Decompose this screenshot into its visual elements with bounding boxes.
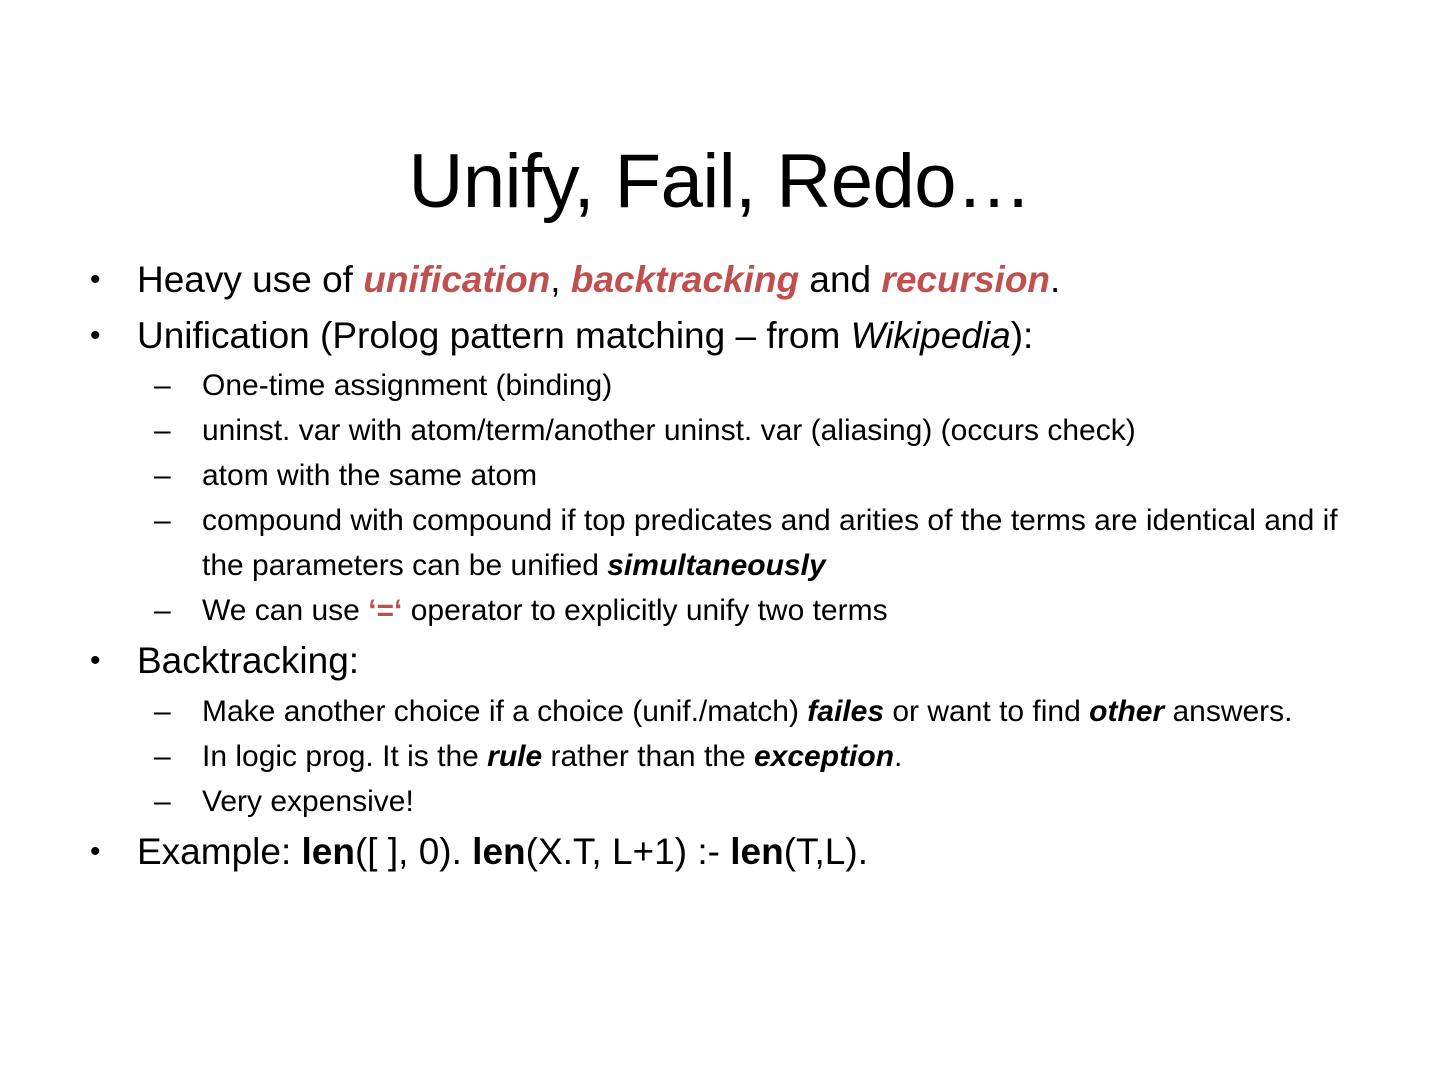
- predicate-len-3: len: [730, 830, 784, 872]
- dash-marker-icon: –: [154, 594, 171, 627]
- sub-bullet-very-expensive: – Very expensive!: [154, 779, 1372, 824]
- bullet-heavy-use-end: .: [1050, 259, 1061, 300]
- bullet-heavy-use-sep-2: and: [799, 259, 882, 300]
- bullet-marker-icon: •: [90, 834, 101, 868]
- bullet-heavy-use: • Heavy use of unification, backtracking…: [82, 252, 1372, 308]
- sub-bullet-logic-text-2: rather than the: [542, 739, 754, 773]
- bullet-heavy-use-text-1: Heavy use of: [137, 259, 364, 300]
- sub-bullet-logic-text-3: .: [894, 739, 903, 773]
- sub-bullet-compound-text: compound with compound if top predicates…: [202, 504, 1338, 582]
- sub-bullet-one-time-assignment: – One-time assignment (binding): [154, 363, 1372, 408]
- emphasis-simultaneously: simultaneously: [607, 549, 826, 582]
- dash-marker-icon: –: [154, 504, 171, 537]
- example-args-2: (X.T, L+1) :-: [525, 830, 731, 872]
- example-args-3: (T,L).: [783, 830, 868, 872]
- dash-marker-icon: –: [154, 784, 171, 818]
- sub-bullet-uninst-var-text: uninst. var with atom/term/another unins…: [202, 414, 1136, 447]
- bullet-backtracking-header-text: Backtracking:: [137, 640, 360, 681]
- sub-bullet-one-time-assignment-text: One-time assignment (binding): [202, 369, 613, 402]
- predicate-len-2: len: [472, 830, 526, 872]
- emphasis-rule: rule: [487, 739, 543, 773]
- sub-bullet-atom-same-atom: – atom with the same atom: [154, 453, 1372, 498]
- bullet-marker-icon: •: [90, 318, 101, 352]
- bullet-list-unification: – One-time assignment (binding) – uninst…: [82, 363, 1372, 633]
- predicate-len-1: len: [301, 830, 355, 872]
- bullet-list-backtracking: – Make another choice if a choice (unif.…: [82, 689, 1372, 824]
- slide-body: • Heavy use of unification, backtracking…: [82, 252, 1372, 879]
- dash-marker-icon: –: [154, 694, 171, 728]
- sub-bullet-logic-text-1: In logic prog. It is the: [202, 739, 488, 773]
- sub-bullet-very-expensive-text: Very expensive!: [202, 784, 414, 818]
- slide-title: Unify, Fail, Redo…: [408, 138, 1032, 224]
- bullet-marker-icon: •: [90, 263, 101, 296]
- sub-bullet-make-another-choice: – Make another choice if a choice (unif.…: [154, 689, 1372, 734]
- sublist-unification-wrapper: – One-time assignment (binding) – uninst…: [82, 363, 1372, 633]
- term-unification: unification: [363, 259, 551, 300]
- sub-bullet-uninst-var: – uninst. var with atom/term/another uni…: [154, 408, 1372, 453]
- dash-marker-icon: –: [154, 739, 171, 773]
- bullet-example: • Example: len([ ], 0). len(X.T, L+1) :-…: [82, 824, 1372, 880]
- example-label: Example:: [137, 830, 302, 872]
- example-args-1: ([ ], 0).: [354, 830, 473, 872]
- operator-equals: ‘=‘: [368, 594, 403, 627]
- bullet-unification-header: • Unification (Prolog pattern matching –…: [82, 308, 1372, 364]
- sub-bullet-equals-text-1: We can use: [202, 594, 369, 627]
- bullet-list-level1: • Heavy use of unification, backtracking…: [82, 252, 1372, 879]
- bullet-backtracking-header: • Backtracking:: [82, 633, 1372, 689]
- bullet-unification-end: ):: [1010, 314, 1034, 356]
- dash-marker-icon: –: [154, 414, 171, 447]
- sub-bullet-choice-text-2: or want to find: [884, 694, 1090, 728]
- source-wikipedia: Wikipedia: [850, 314, 1011, 356]
- term-recursion: recursion: [881, 259, 1051, 300]
- sub-bullet-equals-text-2: operator to explicitly unify two terms: [402, 594, 888, 627]
- sub-bullet-equals-operator: – We can use ‘=‘ operator to explicitly …: [154, 588, 1372, 633]
- dash-marker-icon: –: [154, 459, 171, 492]
- term-backtracking: backtracking: [570, 259, 800, 300]
- emphasis-failes: failes: [807, 694, 885, 728]
- dash-marker-icon: –: [154, 369, 171, 402]
- bullet-heavy-use-sep-1: ,: [550, 259, 571, 300]
- bullet-marker-icon: •: [90, 644, 101, 677]
- sub-bullet-choice-text-1: Make another choice if a choice (unif./m…: [202, 694, 808, 728]
- emphasis-other: other: [1089, 694, 1165, 728]
- sub-bullet-choice-text-3: answers.: [1164, 694, 1293, 728]
- sub-bullet-atom-same-atom-text: atom with the same atom: [202, 459, 538, 492]
- emphasis-exception: exception: [754, 739, 895, 773]
- sublist-backtracking-wrapper: – Make another choice if a choice (unif.…: [82, 689, 1372, 824]
- sub-bullet-logic-prog: – In logic prog. It is the rule rather t…: [154, 734, 1372, 779]
- bullet-unification-text-1: Unification (Prolog pattern matching – f…: [137, 314, 851, 356]
- sub-bullet-compound: – compound with compound if top predicat…: [154, 498, 1372, 588]
